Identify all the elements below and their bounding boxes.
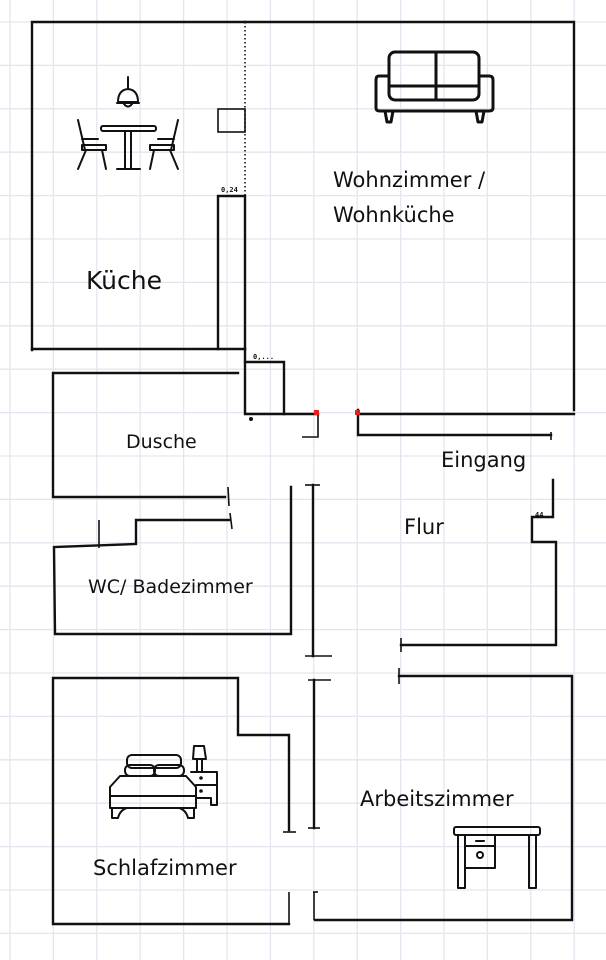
dining-table-icon: [77, 119, 179, 170]
room-label-wohnzimmer-line2: Wohnküche: [333, 203, 455, 227]
room-label-dusche: Dusche: [126, 431, 197, 453]
pendant-lamp-icon: [116, 76, 140, 108]
sofa-icon: [374, 50, 495, 124]
room-label-arbeitszimmer: Arbeitszimmer: [360, 787, 514, 811]
living-room-walls: [243, 20, 576, 416]
dimension-label: 0,24: [221, 186, 238, 194]
room-label-eingang: Eingang: [441, 448, 526, 472]
desk-icon: [453, 826, 541, 889]
bathroom-walls: [52, 485, 293, 636]
room-label-kueche: Küche: [86, 266, 162, 295]
kitchen-walls: [30, 20, 247, 352]
walls: [30, 20, 576, 926]
dimension-label: 0,...: [253, 353, 274, 361]
dot-mark: [249, 417, 253, 421]
dimension-label: 44: [535, 511, 543, 519]
room-label-wohnzimmer-line1: Wohnzimmer /: [333, 168, 486, 192]
room-label-schlafzimmer: Schlafzimmer: [93, 856, 237, 880]
room-label-flur: Flur: [404, 515, 444, 539]
bed-icon: [109, 745, 218, 819]
room-label-wc: WC/ Badezimmer: [88, 576, 253, 598]
marker: [314, 410, 319, 415]
office-walls: [308, 668, 574, 922]
small-closet-walls: [243, 347, 553, 438]
bedroom-walls: [51, 676, 296, 926]
shower-walls: [51, 371, 240, 507]
marker: [355, 410, 360, 415]
corridor-walls: [305, 432, 558, 658]
